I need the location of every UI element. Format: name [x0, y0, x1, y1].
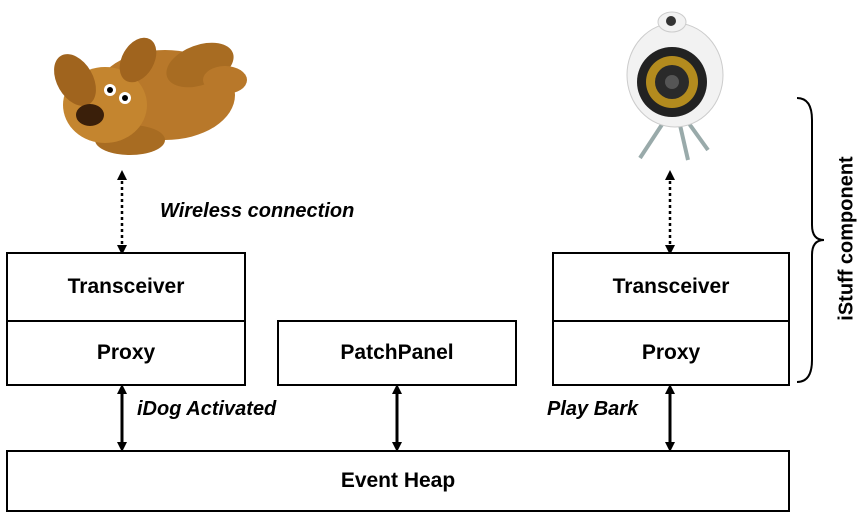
- idog-activated-label: iDog Activated: [137, 398, 277, 420]
- left-proxy-box: Proxy: [6, 320, 246, 386]
- speaker-image: [626, 11, 724, 161]
- right-proxy-box: Proxy: [552, 320, 790, 386]
- play-bark-label: Play Bark: [547, 398, 639, 420]
- event-heap-box: Event Heap: [6, 450, 790, 512]
- istuff-component-label: iStuff component: [835, 156, 858, 321]
- patchpanel-box: PatchPanel: [277, 320, 517, 386]
- left-transceiver-box: Transceiver: [6, 252, 246, 322]
- right-transceiver-box: Transceiver: [552, 252, 790, 322]
- istuff-brace: [796, 97, 825, 383]
- teddy-dog-image: [54, 37, 247, 155]
- wireless-connection-label: Wireless connection: [160, 200, 355, 222]
